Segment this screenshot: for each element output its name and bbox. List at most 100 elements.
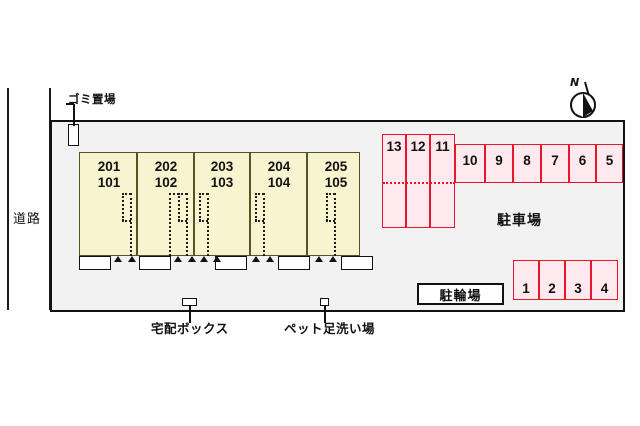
garbage-label: ゴミ置場 — [68, 92, 116, 106]
entry-path-2b — [178, 193, 180, 221]
road-label: 道路 — [13, 212, 42, 227]
parking-stall-4[interactable] — [591, 260, 618, 300]
parking-number-6: 6 — [578, 153, 587, 168]
entry-path-4-top — [255, 193, 264, 195]
parking-number-11: 11 — [435, 139, 450, 154]
stair-arrow — [128, 256, 136, 262]
entry-path-4 — [263, 193, 265, 256]
compass-letter: N — [570, 76, 580, 89]
stair-arrow — [200, 256, 208, 262]
entry-path-3-jog — [199, 220, 208, 222]
parking-number-4: 4 — [600, 281, 609, 296]
entry-path-3b — [199, 193, 201, 221]
parking-number-9: 9 — [495, 153, 503, 168]
balcony-5 — [341, 256, 373, 270]
bicycle-parking-box: 駐輪場 — [417, 283, 504, 305]
parking-number-2: 2 — [548, 281, 556, 296]
unit-label-3: 203 103 — [198, 160, 246, 189]
parking-number-13: 13 — [386, 139, 402, 154]
entry-path-4-jog — [255, 220, 264, 222]
entry-path-3 — [207, 193, 209, 256]
pet-wash-leader-line — [324, 306, 326, 323]
unit-divider-4 — [306, 152, 308, 256]
parking-stall-9[interactable] — [485, 144, 513, 183]
unit-lower-3: 103 — [210, 174, 234, 190]
unit-label-2: 202 102 — [142, 160, 190, 189]
entry-path-1-top — [122, 193, 131, 195]
north-arrow-icon: N — [566, 76, 602, 120]
entry-path-2c — [169, 193, 171, 256]
unit-label-1: 201 101 — [85, 160, 133, 189]
unit-divider-3 — [249, 152, 251, 256]
stair-arrow — [329, 256, 337, 262]
balcony-1 — [79, 256, 111, 270]
unit-lower-4: 104 — [267, 174, 291, 190]
entry-path-5b — [326, 193, 328, 221]
parking-stall-3[interactable] — [565, 260, 591, 300]
delivery-box-label: 宅配ボックス — [151, 321, 229, 336]
unit-divider-1 — [136, 152, 138, 256]
garbage-leader-line — [73, 104, 75, 126]
parking-number-10: 10 — [462, 153, 478, 168]
parking-number-1: 1 — [522, 281, 530, 296]
balcony-2 — [139, 256, 171, 270]
parking-stall-7[interactable] — [541, 144, 569, 183]
entry-path-2-top — [178, 193, 187, 195]
entry-path-5 — [334, 193, 336, 256]
entry-path-2-jog — [178, 220, 187, 222]
balcony-4 — [278, 256, 310, 270]
stair-arrow — [174, 256, 182, 262]
unit-upper-4: 204 — [267, 159, 291, 174]
stair-arrow — [315, 256, 323, 262]
entry-path-1-jog — [122, 220, 131, 222]
parking-stall-13[interactable] — [382, 134, 406, 228]
entry-path-5-top — [326, 193, 335, 195]
parking-number-12: 12 — [410, 139, 426, 154]
parking-aisle-dotted-line — [383, 182, 455, 184]
unit-lower-5: 105 — [324, 174, 348, 190]
unit-upper-3: 203 — [210, 159, 234, 174]
pet-wash-label: ペット足洗い場 — [284, 321, 376, 336]
parking-stall-5[interactable] — [596, 144, 623, 183]
parking-stall-10[interactable] — [455, 144, 485, 183]
unit-lower-2: 102 — [154, 174, 178, 190]
parking-number-5: 5 — [605, 153, 614, 168]
parking-stall-12[interactable] — [406, 134, 430, 228]
parking-lot-label: 駐車場 — [497, 213, 542, 229]
parking-number-7: 7 — [551, 153, 559, 168]
delivery-box-marker-icon — [182, 298, 197, 306]
stair-arrow — [114, 256, 122, 262]
stair-arrow — [213, 256, 221, 262]
entry-path-5-jog — [326, 220, 335, 222]
unit-lower-1: 101 — [97, 174, 121, 190]
garbage-marker-icon — [68, 124, 79, 146]
road-edge-left — [7, 88, 9, 310]
unit-label-5: 205 105 — [312, 160, 360, 189]
parking-stall-6[interactable] — [569, 144, 596, 183]
garbage-leader-hook — [66, 103, 74, 105]
unit-upper-2: 202 — [154, 159, 178, 174]
bicycle-parking-label: 駐輪場 — [439, 288, 482, 304]
balcony-3 — [215, 256, 247, 270]
parking-stall-11[interactable] — [430, 134, 455, 228]
parking-stall-1[interactable] — [513, 260, 539, 300]
building-block — [79, 152, 360, 256]
entry-path-1b — [122, 193, 124, 221]
unit-upper-1: 201 — [97, 159, 121, 174]
entry-path-1 — [130, 193, 132, 256]
parking-stall-2[interactable] — [539, 260, 565, 300]
stair-arrow — [188, 256, 196, 262]
unit-divider-2 — [193, 152, 195, 256]
entry-path-4b — [255, 193, 257, 221]
parking-number-8: 8 — [523, 153, 531, 168]
delivery-leader-line — [189, 306, 191, 323]
pet-wash-marker-icon — [320, 298, 329, 306]
entry-path-2 — [186, 193, 188, 256]
entry-path-2c-top — [169, 193, 179, 195]
parking-number-3: 3 — [574, 281, 582, 296]
unit-label-4: 204 104 — [255, 160, 303, 189]
parking-stall-8[interactable] — [513, 144, 541, 183]
north-arrow-svg — [570, 81, 596, 118]
unit-upper-5: 205 — [324, 159, 348, 174]
